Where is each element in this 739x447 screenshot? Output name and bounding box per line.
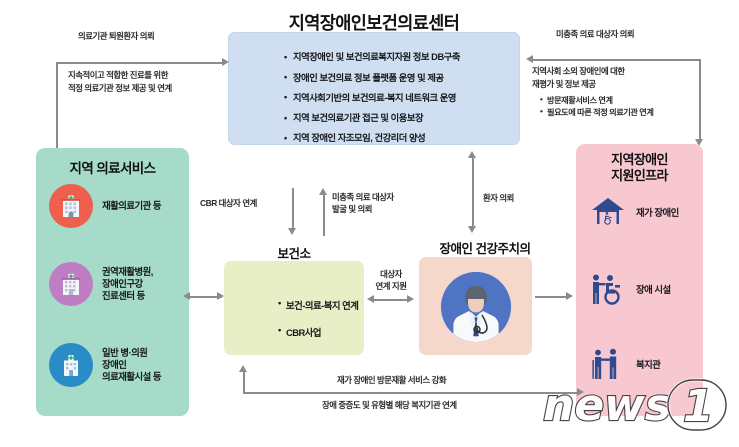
list-item: CBR사업 [278,324,358,339]
connector-label-unmet-discovery-line2: 발굴 및 의뢰 [332,204,373,214]
left-panel-title: 지역 의료서비스 [69,161,157,176]
list-item: 방문재활서비스 연계 [540,94,653,107]
welfare-center-icon [588,344,628,384]
connector-line [56,62,223,64]
connector-label-target-support-line2: 연계 지원 [375,281,407,291]
list-item: 필요도에 따른 적정 의료기관 연계 [540,106,654,119]
arrowhead-up-icon [319,188,327,195]
caregiver-wheelchair-icon [588,269,628,309]
connector-line [472,157,474,229]
regional-medical-service-panel: 지역 의료서비스 재활의료기관 등 [36,148,189,416]
arrowhead-right-icon [222,58,229,66]
center-box-title: 지역장애인보건의료센터 [288,13,460,33]
right-panel-item-label-2: 복지관 [636,359,661,370]
connector-line [243,371,245,393]
arrowhead-left-icon [367,295,374,303]
connector-label-unmet-referral: 미충족 의료 대상자 의뢰 [556,29,635,39]
health-doctor-box [419,257,532,355]
list-item: 지역장애인 및 보건의료복지자원 정보 DB구축 [284,53,510,63]
connector-label-continuous-care-line1: 지속적이고 적합한 진료를 위한 [68,70,168,80]
list-item: 지역 보건의료기관 접근 및 이용보장 [284,113,510,124]
connector-line [56,62,58,151]
connector-line [292,188,294,231]
connector-label-reassessment-line1: 지역사회 소외 장애인에 대한 [532,66,625,76]
right-panel-item-label-1: 장애 시설 [636,284,671,295]
arrowhead-up-icon [239,365,247,372]
connector-line [699,59,701,141]
arrowhead-down-icon [288,228,296,235]
hospital-icon [49,184,93,228]
arrowhead-right-icon [407,295,414,303]
health-center-box: 보건-의료-복지 연계 CBR사업 [224,261,364,355]
list-item: 복지관 [588,344,661,384]
connector-label-cbr: CBR 대상자 연계 [200,198,257,208]
connector-label-discharge-referral: 의료기관 퇴원환자 의뢰 [78,31,155,41]
right-panel-item-label-0: 재가 장애인 [636,207,679,218]
health-center-item-list: 보건-의료-복지 연계 CBR사업 [238,297,359,352]
list-item: 장애 시설 [588,269,671,309]
connector-line [189,296,222,298]
health-doctor-title: 장애인 건강주치의 [439,242,531,256]
home-wheelchair-icon [588,192,628,232]
arrowhead-right-icon [217,292,224,300]
connector-label-welfare-linkage: 장애 중증도 및 유형별 해당 복지기관 연계 [322,400,457,410]
list-item: 보건-의료-복지 연계 [278,297,359,312]
regional-disability-health-center-box: 지역장애인 및 보건의료복지자원 정보 DB구축 장애인 보건의료 정보 플랫폼… [228,32,520,145]
arrowhead-up-icon [468,151,476,158]
left-panel-item-label-0: 재활의료기관 등 [102,200,161,212]
list-item: 재활의료기관 등 [49,184,161,228]
arrowhead-left-icon [526,55,533,63]
connector-label-unmet-discovery-line1: 미충족 의료 대상자 [332,192,394,202]
connector-label-continuous-care-line2: 적정 의료기관 정보 제공 및 연계 [68,83,172,93]
connector-label-reassessment-line2: 재평가 및 정보 제공 [532,79,596,89]
doctor-avatar-icon [440,271,511,342]
list-item: 재가 장애인 [588,192,679,232]
connector-line [373,299,411,301]
arrowhead-left-icon [183,292,190,300]
connector-label-target-support-line1: 대상자 [380,269,402,279]
arrowhead-right-icon [577,388,584,396]
connector-label-patient-referral: 환자 의뢰 [483,193,514,203]
list-item: 지역 장애인 자조모임, 건강리더 양성 [284,134,510,144]
arrowhead-down-icon [695,139,703,146]
list-item: 장애인 보건의료 정보 플랫폼 운영 및 제공 [284,73,510,84]
connector-bullet-list: 방문재활서비스 연계 필요도에 따른 적정 의료기관 연계 [540,94,654,119]
clinic-icon [49,262,93,306]
center-box-item-list: 지역장애인 및 보건의료복지자원 정보 DB구축 장애인 보건의료 정보 플랫폼… [244,53,510,144]
connector-line [323,194,325,236]
connector-line [533,59,701,61]
connector-line [243,392,579,394]
connector-line [535,296,568,298]
connector-label-home-visit-rehab: 재가 장애인 방문재활 서비스 강화 [337,375,447,385]
arrowhead-down-icon [468,226,476,233]
list-item: 지역사회기반의 보건의료-복지 네트워크 운영 [284,93,510,104]
health-center-title: 보건소 [277,247,311,261]
general-hospital-icon [49,343,93,387]
arrowhead-right-icon [566,292,573,300]
